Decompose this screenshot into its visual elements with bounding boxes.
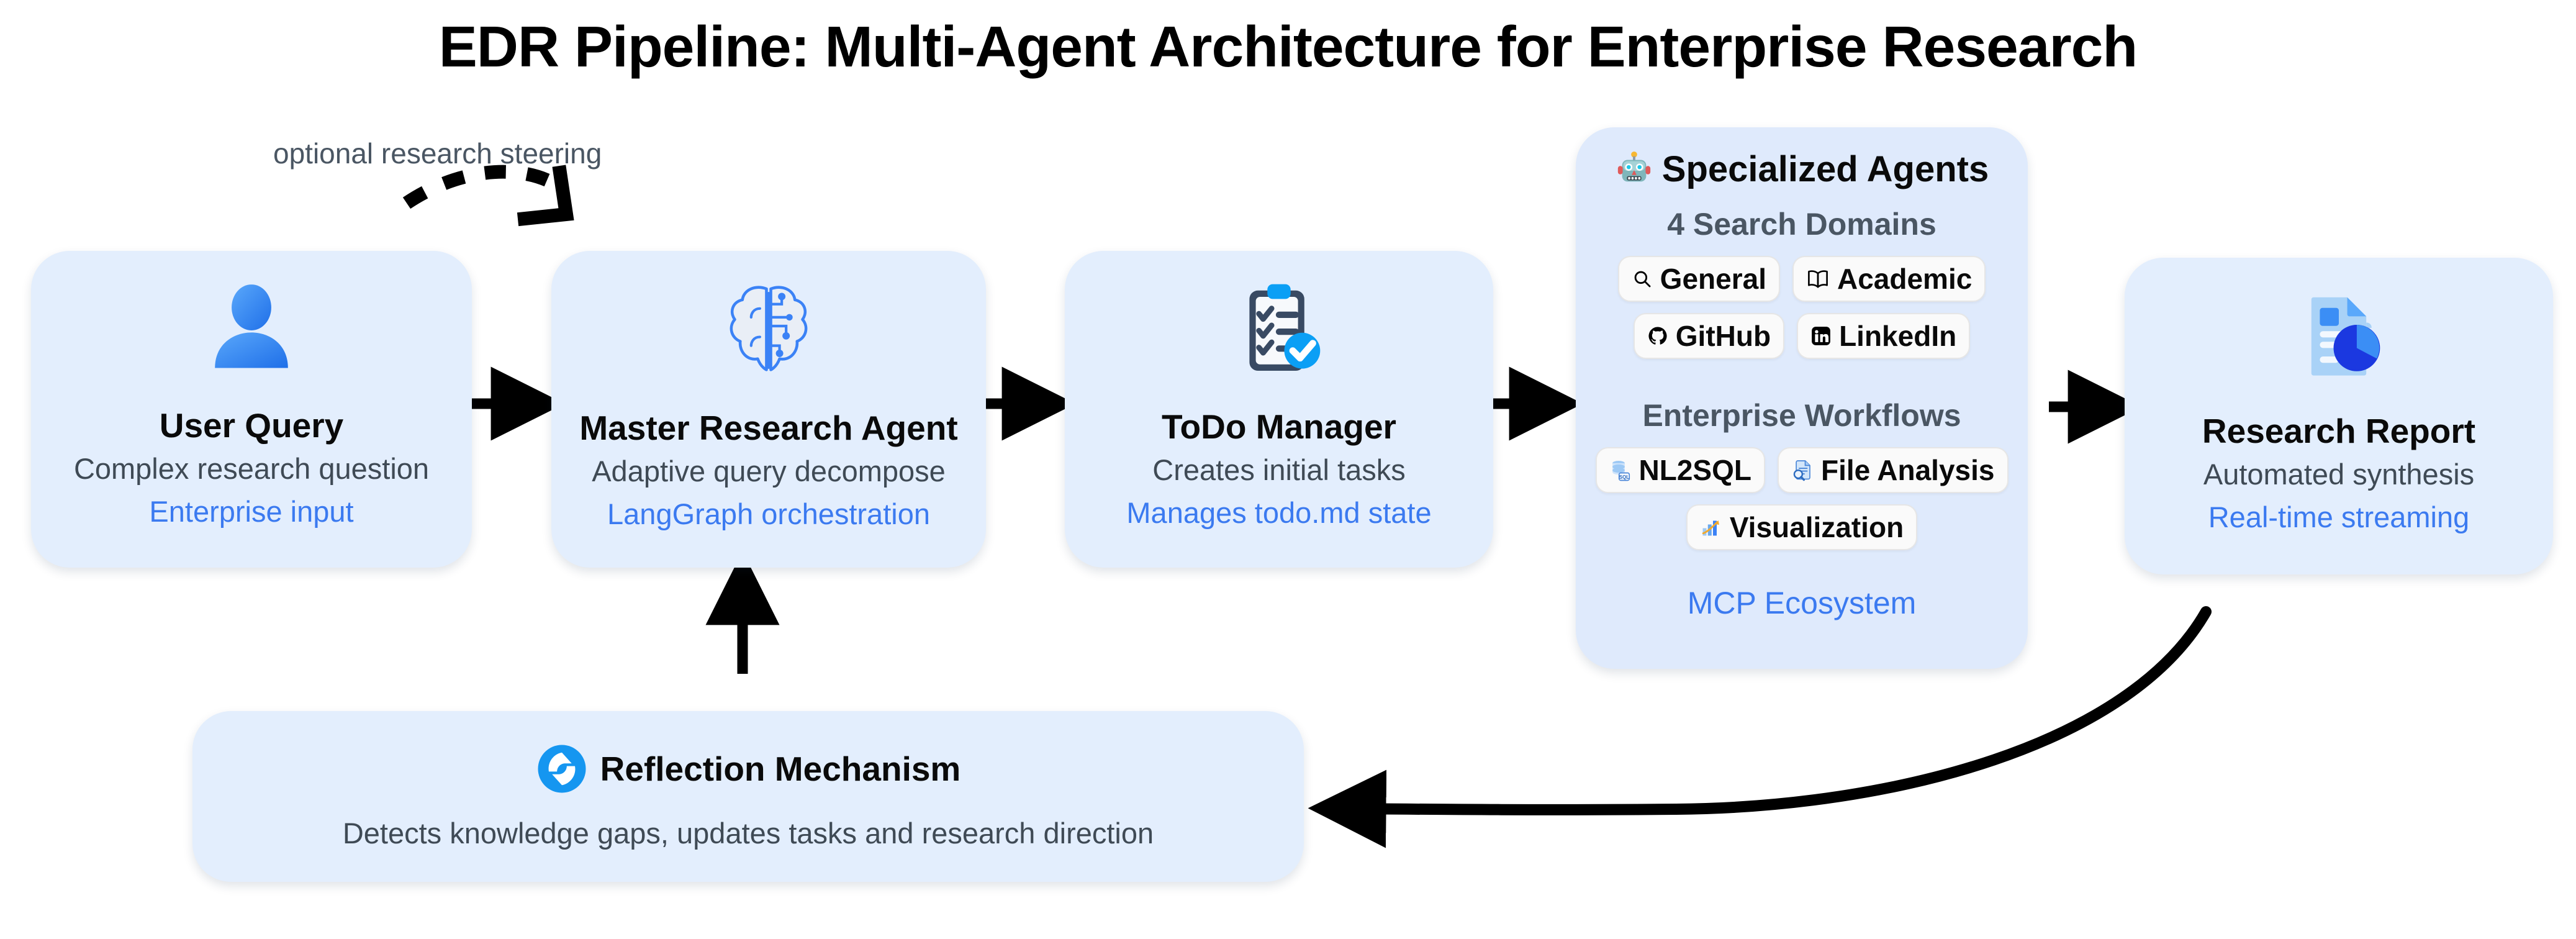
search-domains-heading: 4 Search Domains	[1667, 207, 1937, 242]
svg-text:SQL: SQL	[1619, 474, 1629, 480]
node-reflection-mechanism[interactable]: Reflection Mechanism Detects knowledge g…	[192, 711, 1304, 882]
node-subtitle: Adaptive query decompose	[592, 455, 946, 488]
node-subtitle: Creates initial tasks	[1152, 453, 1406, 487]
arrow-optional-steering-head	[517, 165, 574, 227]
specialized-agents-title: Specialized Agents	[1661, 149, 1989, 189]
node-accent: LangGraph orchestration	[607, 497, 930, 531]
document-piechart-icon	[2286, 283, 2392, 388]
database-sql-icon: SQL	[1609, 459, 1632, 481]
node-title: User Query	[159, 406, 344, 445]
refresh-cycle-icon	[536, 743, 588, 795]
arrow-optional-steering	[402, 165, 563, 209]
chip-general[interactable]: General	[1617, 256, 1780, 302]
open-book-icon	[1806, 268, 1830, 289]
node-title: Master Research Agent	[579, 409, 958, 447]
bar-chart-icon	[1700, 516, 1722, 538]
chip-label: LinkedIn	[1839, 320, 1957, 352]
user-avatar-icon	[199, 278, 304, 383]
specialized-agents-header: Specialized Agents	[1615, 148, 1989, 190]
chip-label: File Analysis	[1820, 454, 1995, 486]
chip-nl2sql[interactable]: SQL NL2SQL	[1595, 447, 1765, 493]
chip-label: GitHub	[1675, 320, 1771, 352]
node-master-research-agent[interactable]: Master Research Agent Adaptive query dec…	[551, 251, 986, 568]
chip-label: Academic	[1837, 263, 1973, 295]
node-title: Research Report	[2202, 412, 2476, 450]
chip-file-analysis[interactable]: File Analysis	[1777, 447, 2009, 493]
linkedin-icon	[1810, 325, 1832, 347]
robot-icon	[1615, 150, 1653, 189]
clipboard-checklist-icon	[1226, 276, 1332, 381]
node-specialized-agents[interactable]: Specialized Agents 4 Search Domains Gene…	[1576, 127, 2028, 669]
magnifier-icon	[1632, 268, 1653, 289]
chip-visualization[interactable]: Visualization	[1686, 504, 1918, 550]
chip-linkedin[interactable]: LinkedIn	[1797, 313, 1971, 359]
node-subtitle: Automated synthesis	[2203, 458, 2475, 491]
chip-github[interactable]: GitHub	[1633, 313, 1785, 359]
chip-label: General	[1660, 263, 1766, 295]
file-magnifier-icon	[1791, 459, 1814, 481]
page-title: EDR Pipeline: Multi-Agent Architecture f…	[438, 14, 2138, 79]
reflection-subtitle: Detects knowledge gaps, updates tasks an…	[342, 817, 1154, 850]
node-accent: Real-time streaming	[2208, 501, 2470, 534]
brain-circuit-icon	[714, 276, 823, 385]
enterprise-workflows-heading: Enterprise Workflows	[1642, 398, 1961, 433]
node-user-query[interactable]: User Query Complex research question Ent…	[31, 251, 472, 568]
github-icon	[1647, 325, 1668, 347]
node-todo-manager[interactable]: ToDo Manager Creates initial tasks Manag…	[1065, 251, 1493, 568]
node-accent: Manages todo.md state	[1126, 496, 1432, 530]
node-title: ToDo Manager	[1162, 407, 1396, 446]
node-subtitle: Complex research question	[73, 452, 430, 486]
chip-label: Visualization	[1729, 511, 1904, 543]
reflection-title: Reflection Mechanism	[600, 750, 961, 788]
chip-academic[interactable]: Academic	[1792, 256, 1986, 302]
chip-label: NL2SQL	[1638, 454, 1751, 486]
steering-annotation-label: optional research steering	[273, 137, 602, 170]
node-accent: Enterprise input	[149, 495, 354, 528]
reflection-header: Reflection Mechanism	[536, 743, 961, 795]
mcp-ecosystem-footer: MCP Ecosystem	[1687, 586, 1917, 620]
node-research-report[interactable]: Research Report Automated synthesis Real…	[2125, 258, 2553, 574]
